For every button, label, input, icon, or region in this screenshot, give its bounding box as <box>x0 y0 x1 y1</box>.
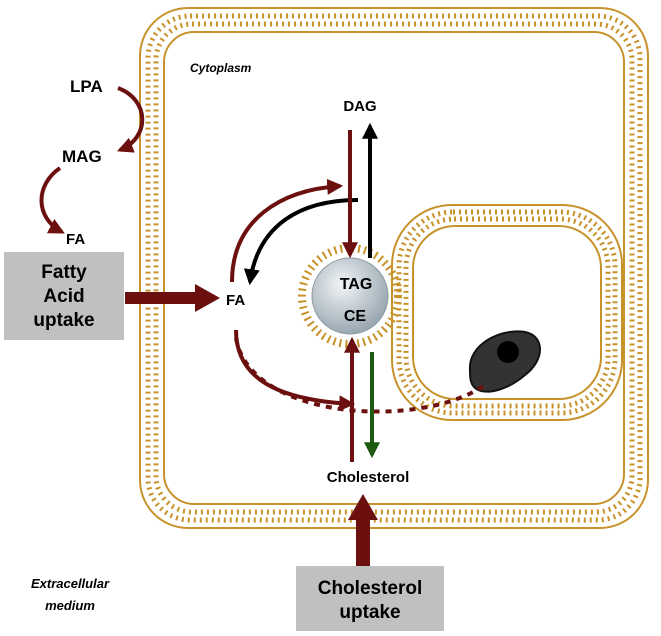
arrow-cholesterol-uptake <box>348 494 378 568</box>
dark-organelle <box>468 330 541 393</box>
fatty-acid-uptake-line2: Acid <box>43 286 84 307</box>
extracellular-label-line2: medium <box>45 598 95 613</box>
extracellular-label-line1: Extracellular <box>31 576 110 591</box>
cholesterol-uptake-line1: Cholesterol <box>318 578 423 599</box>
arrow-fatty-acid-uptake <box>125 284 220 312</box>
fatty-acid-uptake-line1: Fatty <box>41 262 87 283</box>
fa-outside-label: FA <box>66 231 85 248</box>
fatty-acid-uptake-box: Fatty Acid uptake <box>4 252 124 340</box>
arrow-fa-to-upper <box>230 178 344 283</box>
arrow-fa-to-ce <box>234 329 356 412</box>
lipid-droplet <box>298 244 402 348</box>
tag-label: TAG <box>340 276 373 293</box>
fa-inside-label: FA <box>226 292 245 309</box>
arrow-lpa-to-mag <box>117 86 145 153</box>
organelle-membrane <box>391 204 623 421</box>
cytoplasm-label: Cytoplasm <box>190 61 252 75</box>
dotted-fa-to-organelle <box>234 337 487 414</box>
dag-label: DAG <box>343 98 376 115</box>
ce-label: CE <box>344 308 367 325</box>
cholesterol-uptake-box: Cholesterol uptake <box>296 566 444 631</box>
arrow-to-fa-black <box>243 198 359 286</box>
mag-label: MAG <box>62 147 102 166</box>
cholesterol-label: Cholesterol <box>327 469 410 486</box>
fatty-acid-uptake-line3: uptake <box>33 310 94 331</box>
cell-membrane <box>139 7 649 529</box>
lpa-label: LPA <box>70 77 103 96</box>
cholesterol-uptake-line2: uptake <box>339 602 400 623</box>
arrow-mag-to-fa <box>39 166 65 234</box>
